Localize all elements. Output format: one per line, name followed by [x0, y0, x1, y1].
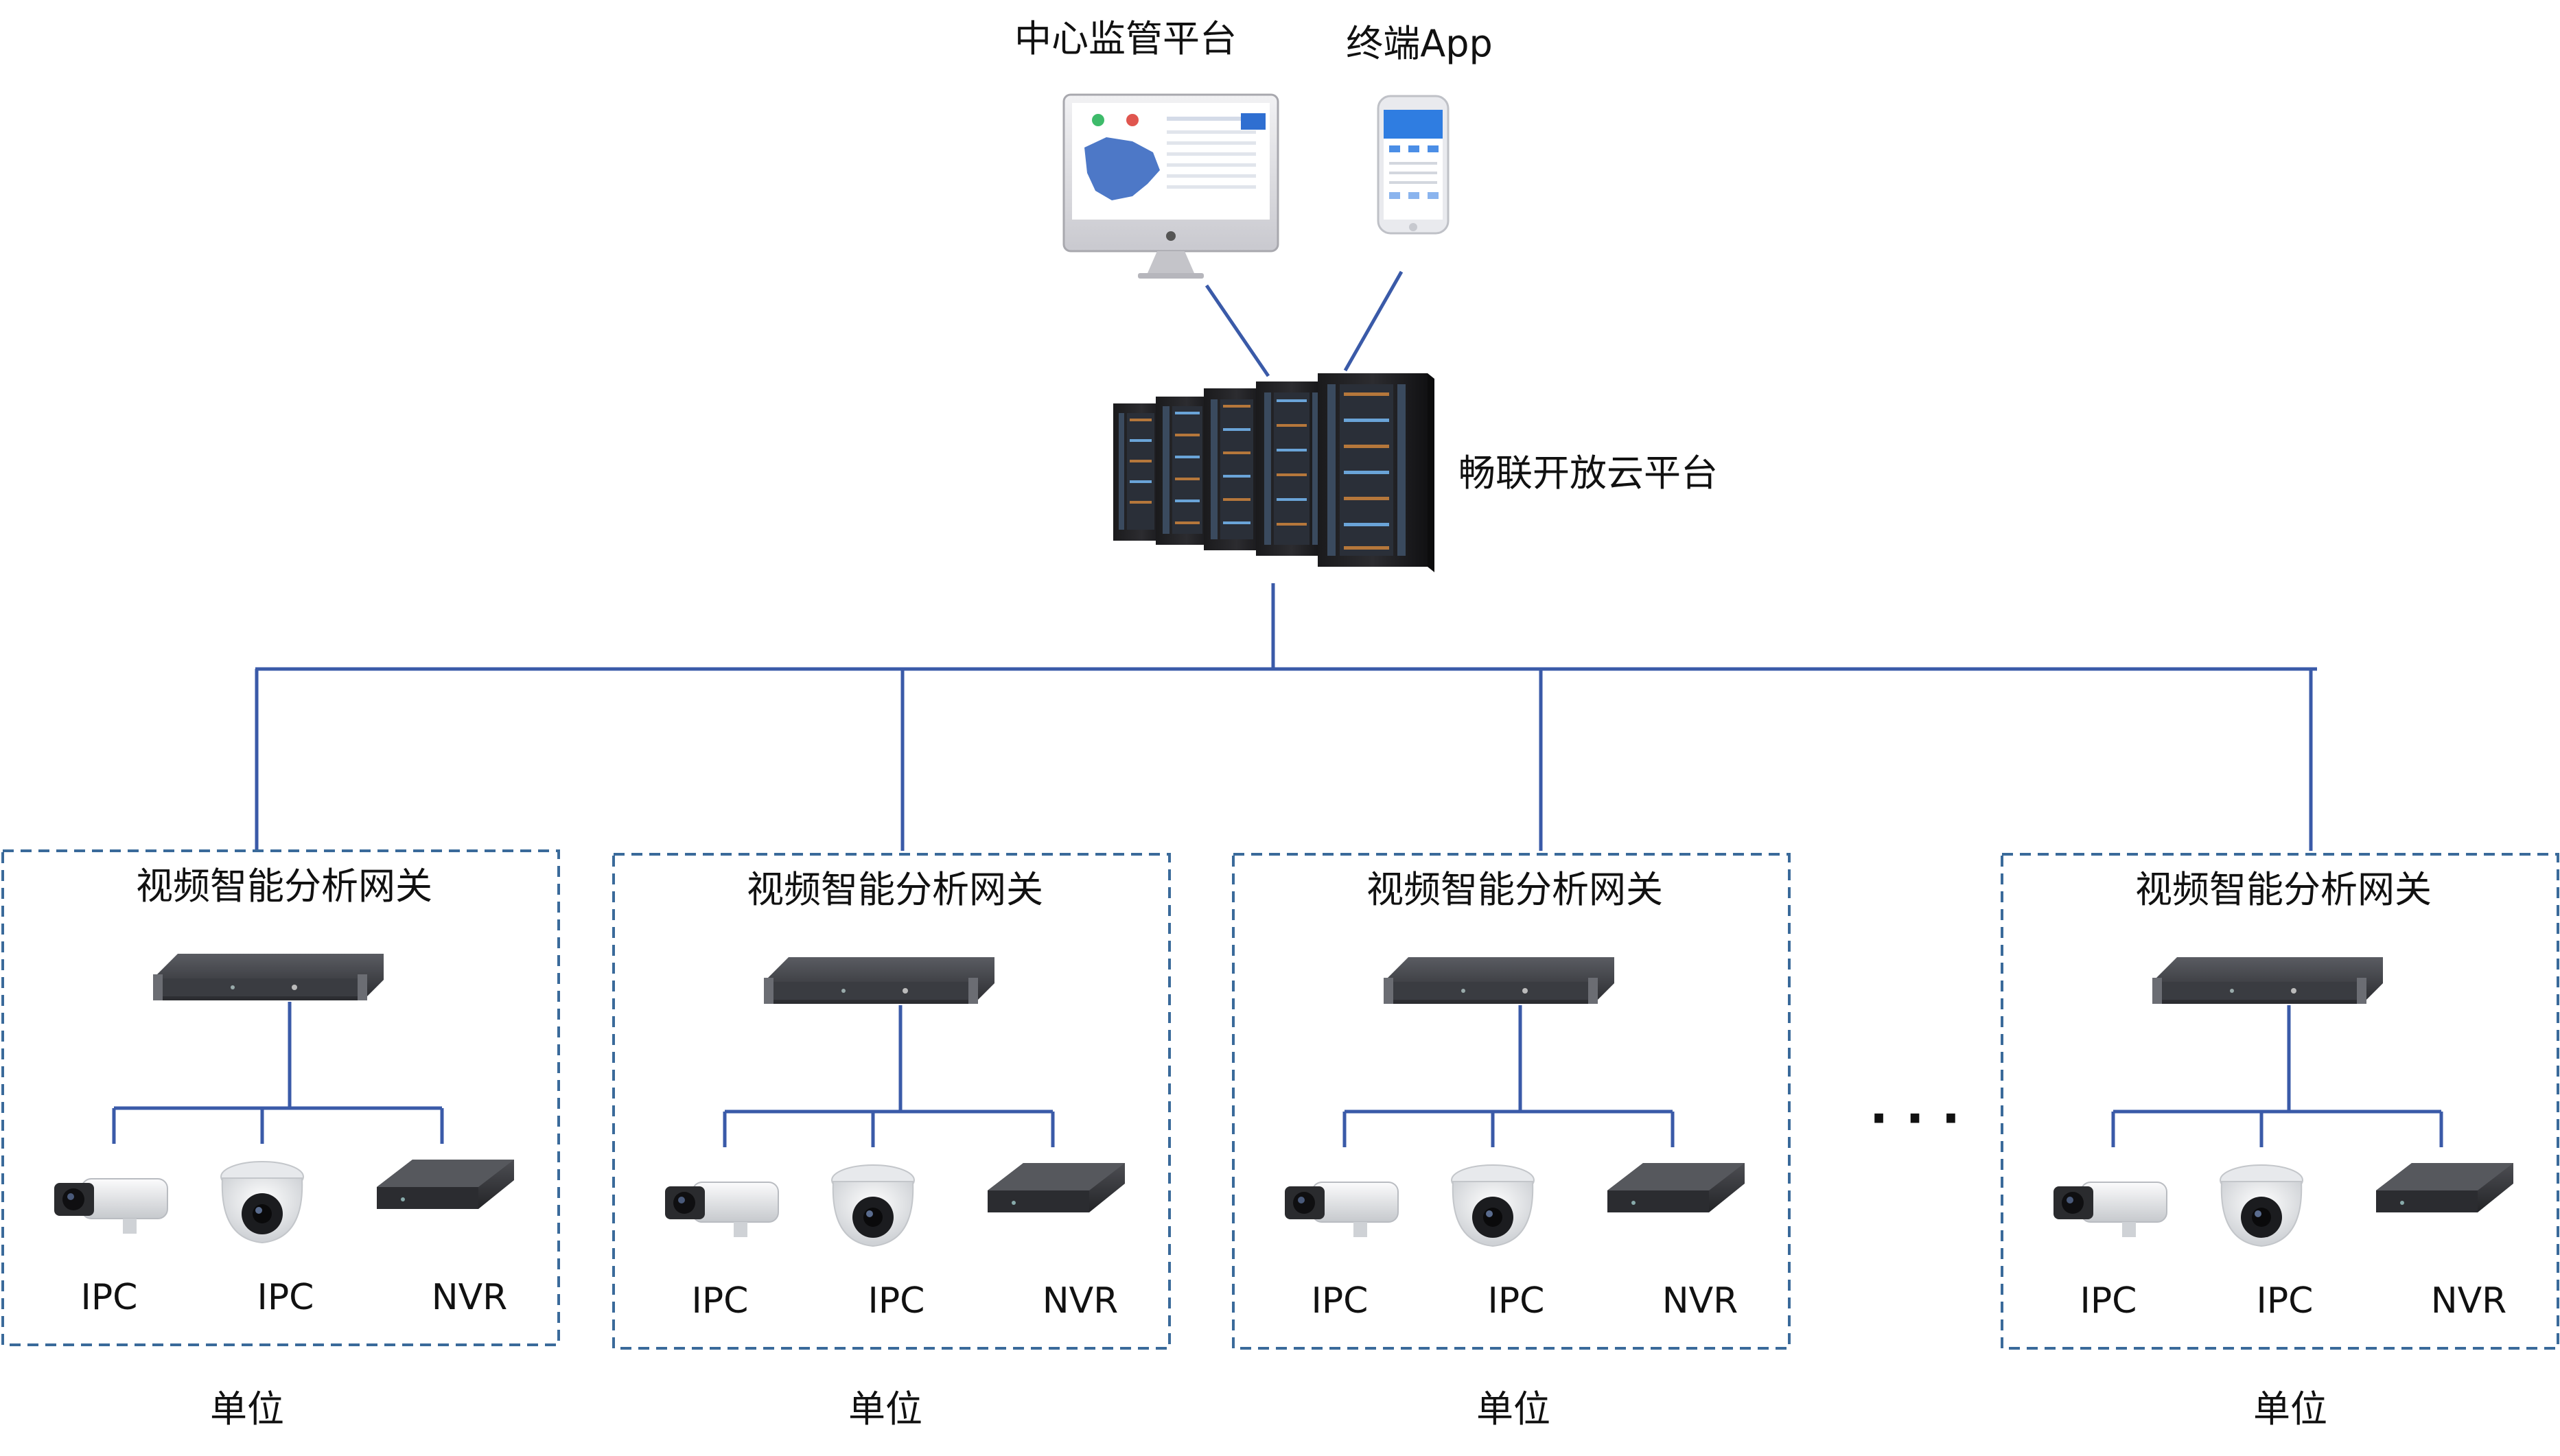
monitor-platform-label: 中心监管平台 [1014, 17, 1237, 60]
bullet-camera-icon [2053, 1182, 2167, 1237]
gateway-label: 视频智能分析网关 [1366, 868, 1663, 911]
device-label-ipc: IPC [80, 1277, 137, 1318]
unit-border [2001, 853, 2559, 1350]
unit-card: 视频智能分析网关 IPC IPC NVR [1, 849, 560, 1346]
device-label-nvr: NVR [432, 1277, 508, 1318]
device-label-nvr: NVR [1043, 1280, 1119, 1322]
nvr-device-icon [988, 1163, 1125, 1212]
bullet-camera-icon [1285, 1182, 1399, 1237]
cloud-platform-label: 畅联开放云平台 [1458, 451, 1718, 495]
unit-label: 单位 [1476, 1387, 1550, 1431]
dome-camera-icon [831, 1164, 915, 1247]
dome-camera-icon [220, 1161, 304, 1244]
phone-icon [1377, 95, 1450, 235]
dome-camera-icon [1451, 1164, 1535, 1247]
unit-label: 单位 [210, 1387, 284, 1431]
device-label-ipc: IPC [2080, 1280, 2137, 1322]
device-label-ipc: IPC [257, 1277, 314, 1318]
terminal-app-label: 终端App [1346, 22, 1493, 65]
unit-label: 单位 [848, 1387, 922, 1431]
device-label-ipc: IPC [1487, 1280, 1544, 1322]
unit-border [612, 853, 1171, 1350]
top-connectors [1205, 270, 1404, 377]
gateway-device-icon [764, 957, 994, 1004]
unit-border [1232, 853, 1791, 1350]
unit-connectors [723, 1005, 1055, 1147]
gateway-label: 视频智能分析网关 [2135, 868, 2432, 911]
device-label-ipc: IPC [1311, 1280, 1368, 1322]
unit-connectors [2111, 1005, 2443, 1147]
backbone-lines [255, 583, 2317, 851]
unit-connectors [112, 1002, 444, 1144]
device-label-ipc: IPC [868, 1280, 924, 1322]
more-units-ellipsis: · · · [1870, 1090, 1960, 1147]
gateway-label: 视频智能分析网关 [747, 868, 1043, 911]
gateway-device-icon [2152, 957, 2383, 1004]
unit-border [1, 849, 560, 1346]
gateway-label: 视频智能分析网关 [136, 865, 432, 908]
unit-label: 单位 [2253, 1387, 2327, 1431]
monitor-icon [1062, 93, 1279, 279]
unit-card: 视频智能分析网关 IPC IPC NVR [2001, 853, 2559, 1350]
device-label-nvr: NVR [1662, 1280, 1738, 1322]
server-rack-icon [1113, 373, 1434, 572]
nvr-device-icon [1607, 1163, 1745, 1212]
device-label-nvr: NVR [2431, 1280, 2507, 1322]
gateway-device-icon [1384, 957, 1614, 1004]
nvr-device-icon [377, 1160, 514, 1209]
bullet-camera-icon [665, 1182, 779, 1237]
nvr-device-icon [2376, 1163, 2513, 1212]
dome-camera-icon [2220, 1164, 2303, 1247]
gateway-device-icon [153, 954, 384, 1000]
units-layer: 视频智能分析网关 IPC IPC NVR 单位 视频智能分析网关 IPC IPC NVR 单位 视频… [1, 849, 2559, 1431]
device-label-ipc: IPC [691, 1280, 748, 1322]
unit-card: 视频智能分析网关 IPC IPC NVR [612, 853, 1171, 1350]
bullet-camera-icon [54, 1178, 168, 1234]
unit-connectors [1342, 1005, 1675, 1147]
device-label-ipc: IPC [2256, 1280, 2313, 1322]
unit-card: 视频智能分析网关 IPC IPC NVR [1232, 853, 1791, 1350]
